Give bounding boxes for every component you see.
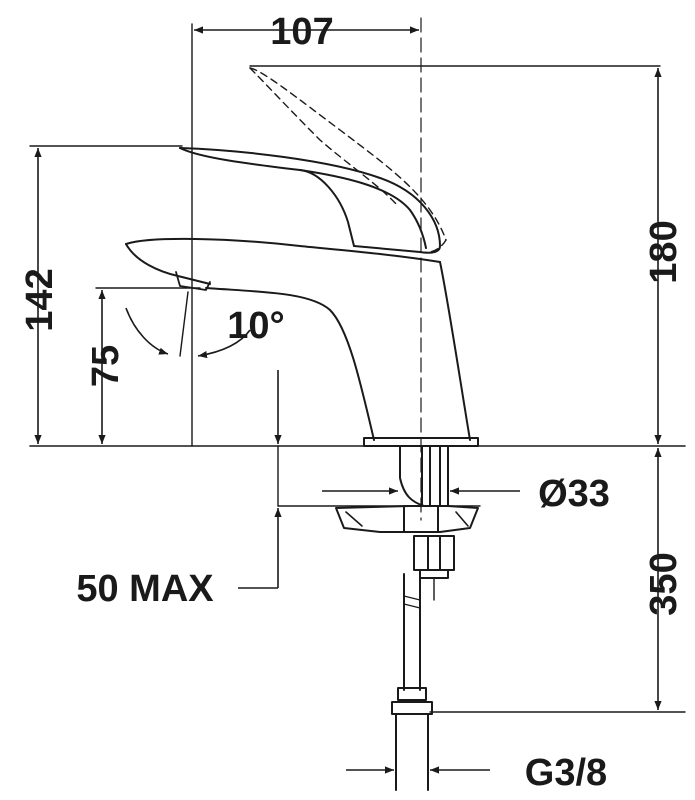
label-diameter-33: Ø33 [538, 473, 610, 515]
faucet-body [125, 237, 479, 447]
flexible-hose [391, 573, 433, 715]
dim-angle-arc-right [197, 329, 251, 359]
label-350: 350 [643, 552, 685, 615]
label-50-max: 50 MAX [76, 568, 214, 610]
lever-closed [179, 147, 441, 254]
fixing-nut [413, 535, 455, 601]
label-180: 180 [643, 220, 685, 283]
label-142: 142 [19, 268, 61, 331]
dim-angle-arc [125, 307, 169, 355]
label-10-degrees: 10° [227, 305, 284, 347]
hose-connector [395, 713, 429, 791]
mounting-shank [399, 445, 449, 507]
lever-open-dashed [249, 67, 447, 254]
label-107: 107 [270, 11, 333, 53]
label-75: 75 [85, 345, 127, 387]
mounting-bracket [335, 505, 479, 533]
label-g3-8: G3/8 [525, 752, 607, 794]
